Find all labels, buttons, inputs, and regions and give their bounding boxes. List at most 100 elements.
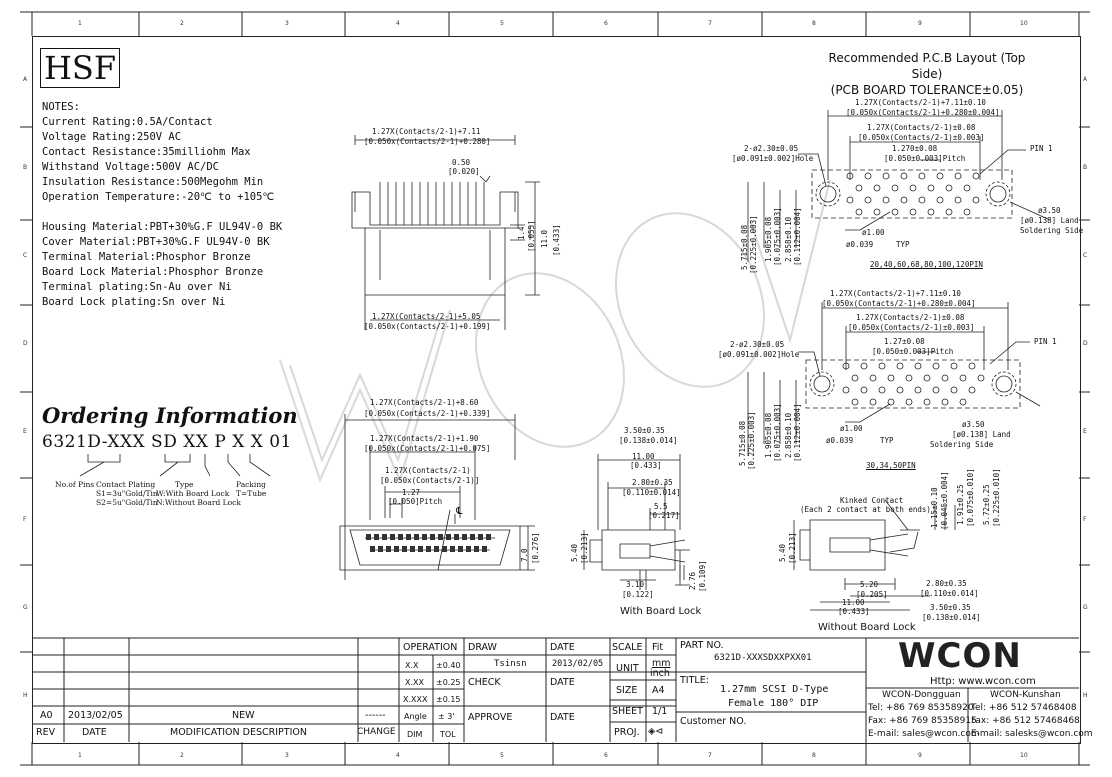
tol-key: X.XX [405, 678, 424, 687]
row-label: A [23, 76, 28, 83]
front-dim-1b: [0.050x(Contacts/2-1)+0.280] [364, 137, 491, 146]
row-label: C [23, 252, 28, 259]
top-dim-4b: [0.050]Pitch [388, 497, 443, 506]
pcb-top-holeb: [ø0.091±0.002]Hole [732, 154, 814, 163]
front-view-drawing [351, 135, 540, 330]
pcb-bottom-viab: ø0.039 [826, 436, 854, 445]
pcb-bottom-pin1: PIN 1 [1034, 337, 1057, 346]
top-dim-1: 1.27X(Contacts/2-1)+8.60 [370, 398, 479, 407]
notes-heading: NOTES: [42, 101, 80, 113]
title-label: TITLE: [680, 675, 709, 686]
drawer-name: Tsinsn [494, 659, 527, 669]
ordering-leaders [79, 454, 271, 477]
row-label: C [1083, 252, 1088, 259]
note-line: Terminal Material:Phosphor Bronze [42, 251, 251, 263]
dg-email: E-mail: sales@wcon.com [868, 729, 980, 739]
pcb-bottom-pins: 30,34,50PIN [866, 461, 916, 470]
scale-label: SCALE [612, 642, 643, 653]
rev-change-header: CHANGE [357, 727, 396, 737]
tol-value: ±0.25 [436, 678, 461, 687]
date-approve-label: DATE [550, 712, 575, 723]
without-d1: 3.50±0.35 [930, 603, 971, 612]
pcb-bottom-hole: 2-ø2.30±0.05 [730, 340, 785, 349]
sheet-value: 1/1 [652, 706, 668, 717]
row-label: H [23, 692, 28, 699]
col-label: 6 [604, 20, 608, 27]
ordering-label-pins: No.of Pins [55, 480, 95, 489]
tol-value: ±0.15 [436, 695, 461, 704]
hsf-logo: HSF [40, 48, 120, 88]
with-dim-4b: [0.217] [648, 511, 680, 520]
check-label: CHECK [468, 677, 501, 688]
part-no-label: PART NO. [680, 640, 724, 651]
without-d2b: [0.433] [838, 607, 870, 616]
row-label: G [1083, 604, 1088, 611]
pcb-bottom-d1: 1.27X(Contacts/2-1)+7.11±0.10 [830, 289, 961, 298]
pcb-bottom-typ: TYP [880, 436, 894, 445]
col-label: 2 [180, 20, 184, 27]
notes-block: NOTES: Current Rating:0.5A/Contact Volta… [42, 100, 282, 310]
note-line: Contact Resistance:35milliohm Max [42, 146, 251, 158]
pcb-bottom-d2: 1.27X(Contacts/2-1)±0.08 [856, 313, 965, 322]
company-website: Http: www.wcon.com [930, 676, 1036, 687]
ks-tel: Tel: +86 512 57468408 [971, 703, 1077, 713]
col-label: 10 [1020, 752, 1028, 759]
col-label: 5 [500, 20, 504, 27]
col-label: 2 [180, 752, 184, 759]
note-line: Insulation Resistance:500Megohm Min [42, 176, 264, 188]
with-dim-3: 2.80±0.35 [632, 478, 673, 487]
col-label: 1 [78, 752, 82, 759]
rev-desc-header: MODIFICATION DESCRIPTION [170, 727, 307, 738]
col-label: 7 [708, 20, 712, 27]
ordering-label-type: Type [175, 480, 194, 489]
ordering-title: Ordering Information [42, 403, 298, 428]
pcb-bottom-d3b: [0.050±0.003]Pitch [872, 347, 954, 356]
col-label: 8 [812, 752, 816, 759]
pcb-top-d1b: [0.050x(Contacts/2-1)+0.280±0.004] [846, 108, 1000, 117]
rev-date-header: DATE [82, 727, 107, 738]
unit-mm: mm [652, 658, 671, 669]
front-dim-5b: [0.050x(Contacts/2-1)+0.199] [364, 322, 491, 331]
with-board-lock-label: With Board Lock [620, 606, 702, 617]
dg-tel: Tel: +86 769 85358920 [868, 703, 974, 713]
date-draw-label: DATE [550, 642, 575, 653]
rev-header: REV [36, 727, 56, 738]
ks-office-name: WCON-Kunshan [990, 690, 1061, 700]
pcb-bottom-via: ø1.00 [840, 424, 863, 433]
row-label: D [23, 340, 28, 347]
col-label: 1 [78, 20, 82, 27]
date-check-label: DATE [550, 677, 575, 688]
without-kinked-label: Kinked Contact [840, 496, 904, 505]
row-label: E [23, 428, 27, 435]
scale-value: Fit [652, 642, 664, 653]
pcb-top-pins: 20,40,60,68,80,100,120PIN [870, 260, 983, 269]
pcb-layout-title: Recommended P.C.B Layout (Top Side) (PCB… [812, 50, 1042, 98]
customer-no-label: Customer NO. [680, 716, 747, 727]
pcb-top-pin1: PIN 1 [1030, 144, 1053, 153]
ordering-label-plating-s2: S2=5u"Gold/Tin [96, 498, 158, 507]
proj-label: PROJ. [614, 727, 640, 738]
without-d1b: [0.138±0.014] [922, 613, 981, 622]
rev-value: A0 [40, 710, 53, 721]
front-dim-1: 1.27X(Contacts/2-1)+7.11 [372, 127, 481, 136]
col-label: 3 [285, 20, 289, 27]
tol-value: ±0.40 [436, 661, 461, 670]
top-dim-1b: [0.050x(Contacts/2-1)+0.339] [364, 409, 491, 418]
pcb-bottom-landc: Soldering Side [930, 440, 994, 449]
without-d2: 11.00 [842, 598, 865, 607]
top-dim-3b: [0.050x(Contacts/2-1)] [380, 476, 480, 485]
pcb-layout-bottom-drawing [747, 302, 1041, 456]
ks-email: E-mail: salesks@wcon.com [971, 729, 1093, 739]
pcb-top-via: ø1.00 [862, 228, 885, 237]
note-line: Operation Temperature:-20℃ to +105℃ [42, 191, 275, 203]
rev-change-value: ------ [365, 710, 386, 721]
sheet-inner-frame [32, 36, 1081, 744]
note-line: Cover Material:PBT+30%G.F UL94V-0 BK [42, 236, 270, 248]
note-line: Housing Material:PBT+30%G.F UL94V-0 BK [42, 221, 283, 233]
pcb-title-line1: Recommended P.C.B Layout (Top Side) [828, 51, 1026, 81]
row-label: H [1083, 692, 1088, 699]
ordering-label-packing-t: T=Tube [236, 489, 267, 498]
part-no-value: 6321D-XXXSDXXPXX01 [714, 653, 812, 663]
note-line: Voltage Rating:250V AC [42, 131, 182, 143]
